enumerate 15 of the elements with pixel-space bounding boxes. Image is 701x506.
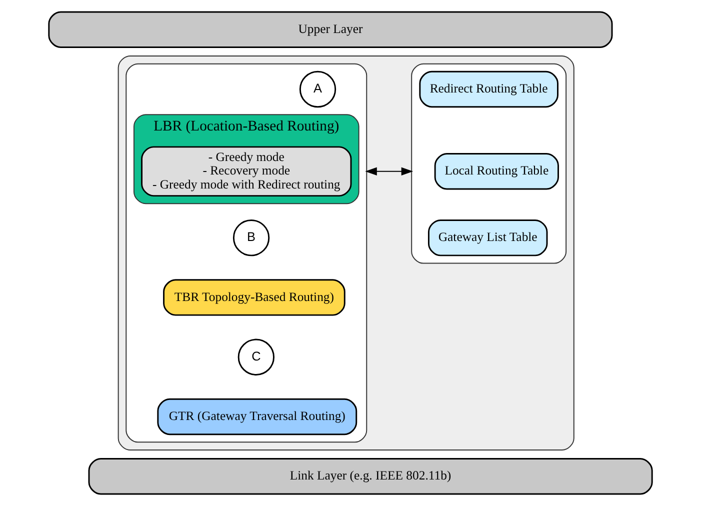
node-box: Local Routing Table: [434, 153, 559, 190]
node-box: Gateway List Table: [428, 220, 548, 256]
node-box: - Greedy mode - Recovery mode - Greedy mode with Redirect routing: [141, 146, 352, 197]
cluster: [411, 63, 567, 264]
node-circle: B: [232, 220, 270, 256]
cluster: [126, 63, 368, 443]
node-box: TBR Topology-Based Routing): [163, 279, 346, 316]
node-box: Upper Layer: [48, 11, 613, 48]
node-box: GTR (Gateway Traversal Routing): [157, 398, 358, 436]
cluster: [118, 56, 574, 450]
arrow: [365, 167, 414, 176]
node-circle: A: [299, 70, 336, 108]
node-circle: C: [238, 338, 274, 376]
node-box: Redirect Routing Table: [419, 70, 558, 108]
node-box: Link Layer (e.g. IEEE 802.11b): [88, 458, 653, 495]
